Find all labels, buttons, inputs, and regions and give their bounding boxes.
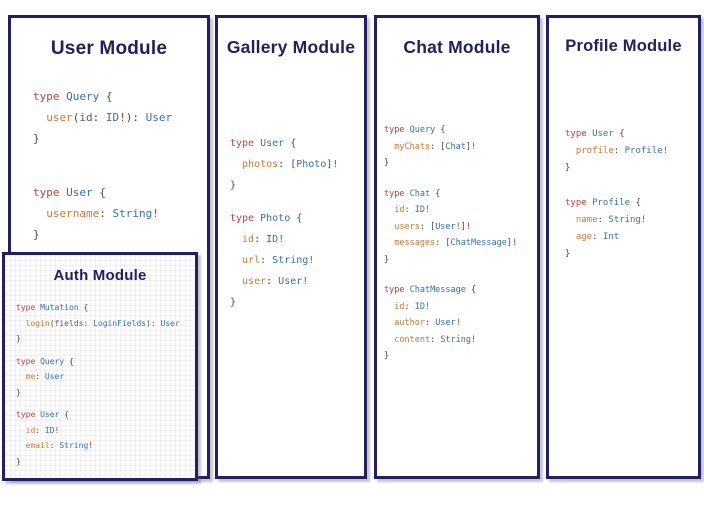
code-line: id: ID! <box>230 234 285 245</box>
code-line: email: String! <box>16 441 94 450</box>
chat-module-code: type Query { myChats: [Chat]!}type Chat … <box>377 122 537 365</box>
code-line: profile: Profile! <box>565 146 668 156</box>
code-line: type Mutation { <box>16 303 89 312</box>
code-line: id: ID! <box>384 301 431 312</box>
code-line: } <box>384 351 390 361</box>
type-definition: type User { photos: [Photo]!} <box>230 133 364 196</box>
code-line: id: ID! <box>384 205 431 215</box>
code-line: type Query { <box>16 356 74 366</box>
type-definition: type Query { user(id: ID!): User} <box>33 86 207 149</box>
code-line: } <box>33 132 40 145</box>
chat-module-title: Chat Module <box>403 37 511 57</box>
code-line: photos: [Photo]! <box>230 159 339 170</box>
profile-module-code: type User { profile: Profile!}type Profi… <box>549 126 698 263</box>
code-line: url: String! <box>230 255 315 266</box>
code-line: } <box>16 456 21 466</box>
type-definition: type User { profile: Profile!} <box>565 126 698 177</box>
code-line: } <box>230 297 237 308</box>
code-line: type User { <box>230 138 297 149</box>
code-line: type Chat { <box>384 188 441 199</box>
code-line: name: String! <box>565 215 647 225</box>
type-definition: type Photo { id: ID! url: String! user: … <box>230 208 364 313</box>
code-line: username: String! <box>33 207 159 220</box>
code-line: author: User! <box>384 318 461 328</box>
code-line: type Query { <box>384 125 446 135</box>
code-line: users: [User!]! <box>384 221 472 232</box>
type-definition: type User { id: ID! email: String!} <box>16 407 195 469</box>
type-definition: type Mutation { login(fields: LoginField… <box>16 300 195 347</box>
type-definition: type ChatMessage { id: ID! author: User!… <box>384 282 537 365</box>
gallery-module-title: Gallery Module <box>226 37 356 57</box>
code-line: user(id: ID!): User <box>33 111 173 124</box>
code-line: type User { <box>565 129 625 139</box>
code-line: type User { <box>33 186 106 199</box>
type-definition: type Query { me: User} <box>16 354 195 401</box>
type-definition: type Profile { name: String! age: Int} <box>565 195 698 263</box>
chat-module-box: Chat Module type Query { myChats: [Chat]… <box>374 15 540 479</box>
code-line: } <box>16 334 21 343</box>
auth-module-box: Auth Module type Mutation { login(fields… <box>2 252 198 481</box>
code-line: } <box>384 158 390 168</box>
gallery-module-code: type User { photos: [Photo]!}type Photo … <box>218 133 364 313</box>
code-line: } <box>565 163 571 173</box>
code-line: } <box>384 254 390 265</box>
auth-module-title: Auth Module <box>53 267 147 284</box>
code-line: type Profile { <box>565 198 641 208</box>
user-module-code: type Query { user(id: ID!): User}type Us… <box>11 86 207 245</box>
profile-module-box: Profile Module type User { profile: Prof… <box>546 15 701 479</box>
gallery-module-box: Gallery Module type User { photos: [Phot… <box>215 15 367 479</box>
code-line: id: ID! <box>16 425 60 435</box>
code-line: type Query { <box>33 90 113 103</box>
code-line: } <box>16 387 21 397</box>
code-line: } <box>230 180 237 191</box>
code-line: content: String! <box>384 334 477 345</box>
code-line: messages: [ChatMessage]! <box>384 238 518 248</box>
auth-module-code: type Mutation { login(fields: LoginField… <box>5 300 195 469</box>
user-module-title: User Module <box>50 38 168 59</box>
code-line: myChats: [Chat]! <box>384 141 477 152</box>
code-line: } <box>33 228 40 241</box>
code-line: type Photo { <box>230 213 303 224</box>
type-definition: type User { username: String!} <box>33 182 207 245</box>
code-line: me: User <box>16 372 65 381</box>
code-line: } <box>565 249 571 259</box>
code-line: user: User! <box>230 276 309 287</box>
type-definition: type Chat { id: ID! users: [User!]! mess… <box>384 186 537 269</box>
code-line: type ChatMessage { <box>384 285 477 295</box>
code-line: age: Int <box>565 232 620 242</box>
code-line: type User { <box>16 410 70 419</box>
type-definition: type Query { myChats: [Chat]!} <box>384 122 537 172</box>
profile-module-title: Profile Module <box>565 37 682 55</box>
code-line: login(fields: LoginFields): User <box>16 318 180 328</box>
